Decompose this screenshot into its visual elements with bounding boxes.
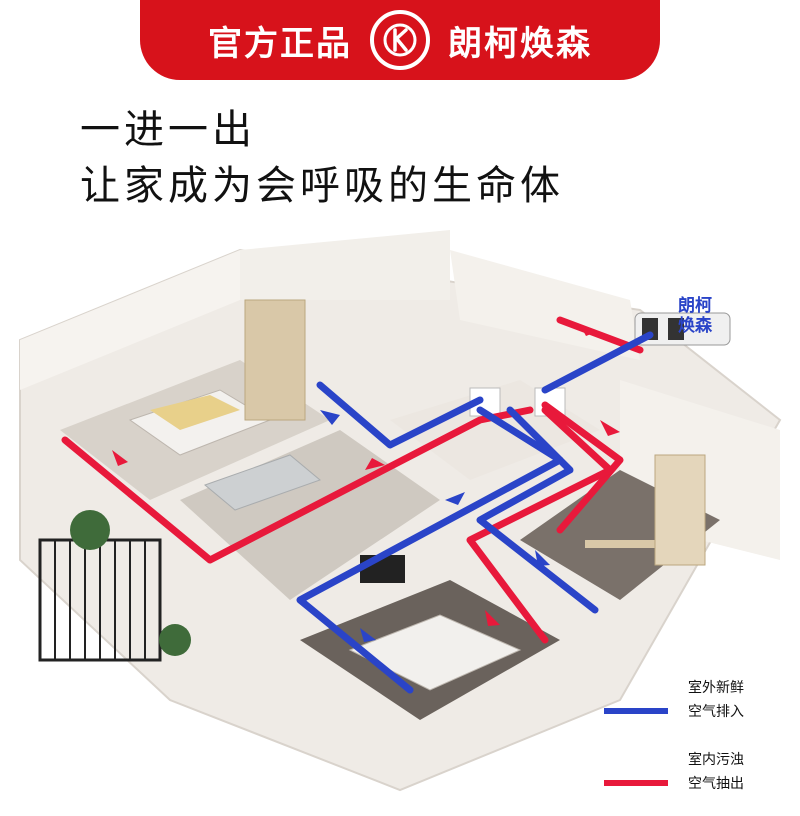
device-label-line-1: 朗柯 xyxy=(678,296,712,316)
plant-icon xyxy=(70,510,110,550)
legend-label: 室内污浊 空气抽出 xyxy=(688,748,778,796)
fresh-air-duct-line xyxy=(316,381,484,449)
exhaust-duct-line xyxy=(541,401,624,534)
brand-k-circle-icon xyxy=(370,10,430,70)
bed-left-blanket xyxy=(150,395,240,430)
bookshelf xyxy=(654,454,706,566)
desk xyxy=(585,540,655,548)
exhaust-air-swatch xyxy=(604,780,668,786)
legend: 室外新鲜 空气排入 室内污浊 空气抽出 xyxy=(600,672,790,816)
fresh-air-duct-line xyxy=(296,406,564,694)
banner-right-text: 朗柯焕森 xyxy=(448,23,592,64)
brand-banner: 官方正品 朗柯焕森 xyxy=(140,0,660,80)
legend-label-line-1: 室外新鲜 xyxy=(688,680,744,696)
wardrobe xyxy=(244,299,306,421)
sofa xyxy=(204,454,321,511)
legend-label-line-2: 空气抽出 xyxy=(688,776,744,792)
legend-label-line-1: 室内污浊 xyxy=(688,752,744,768)
exhaust-arrow-icon xyxy=(112,325,620,626)
headline: 一进一出 让家成为会呼吸的生命体 xyxy=(80,102,564,214)
fresh-air-duct-line xyxy=(541,331,654,394)
tv-icon xyxy=(360,555,405,583)
fresh-air-duct-line xyxy=(476,406,599,614)
back-wall-right xyxy=(240,230,450,300)
headline-line-1: 一进一出 xyxy=(80,107,256,153)
fresh-air-arrow-icon xyxy=(320,410,550,642)
fresh-air-swatch xyxy=(604,708,668,714)
legend-label: 室外新鲜 空气排入 xyxy=(688,676,778,724)
legend-label-line-2: 空气排入 xyxy=(688,704,744,720)
back-wall-left xyxy=(20,250,240,390)
device-label-line-2: 焕森 xyxy=(678,316,712,336)
exhaust-duct-line xyxy=(61,406,534,564)
plant-icon xyxy=(159,624,191,656)
exhaust-duct-line xyxy=(466,406,614,644)
legend-item-exhaust-air: 室内污浊 空气抽出 xyxy=(600,744,790,804)
banner-left-text: 官方正品 xyxy=(208,23,352,64)
legend-item-fresh-air: 室外新鲜 空气排入 xyxy=(600,672,790,732)
device-label: 朗柯 焕森 xyxy=(670,296,720,336)
headline-line-2: 让家成为会呼吸的生命体 xyxy=(80,163,564,209)
house-ventilation-illustration xyxy=(19,230,782,792)
